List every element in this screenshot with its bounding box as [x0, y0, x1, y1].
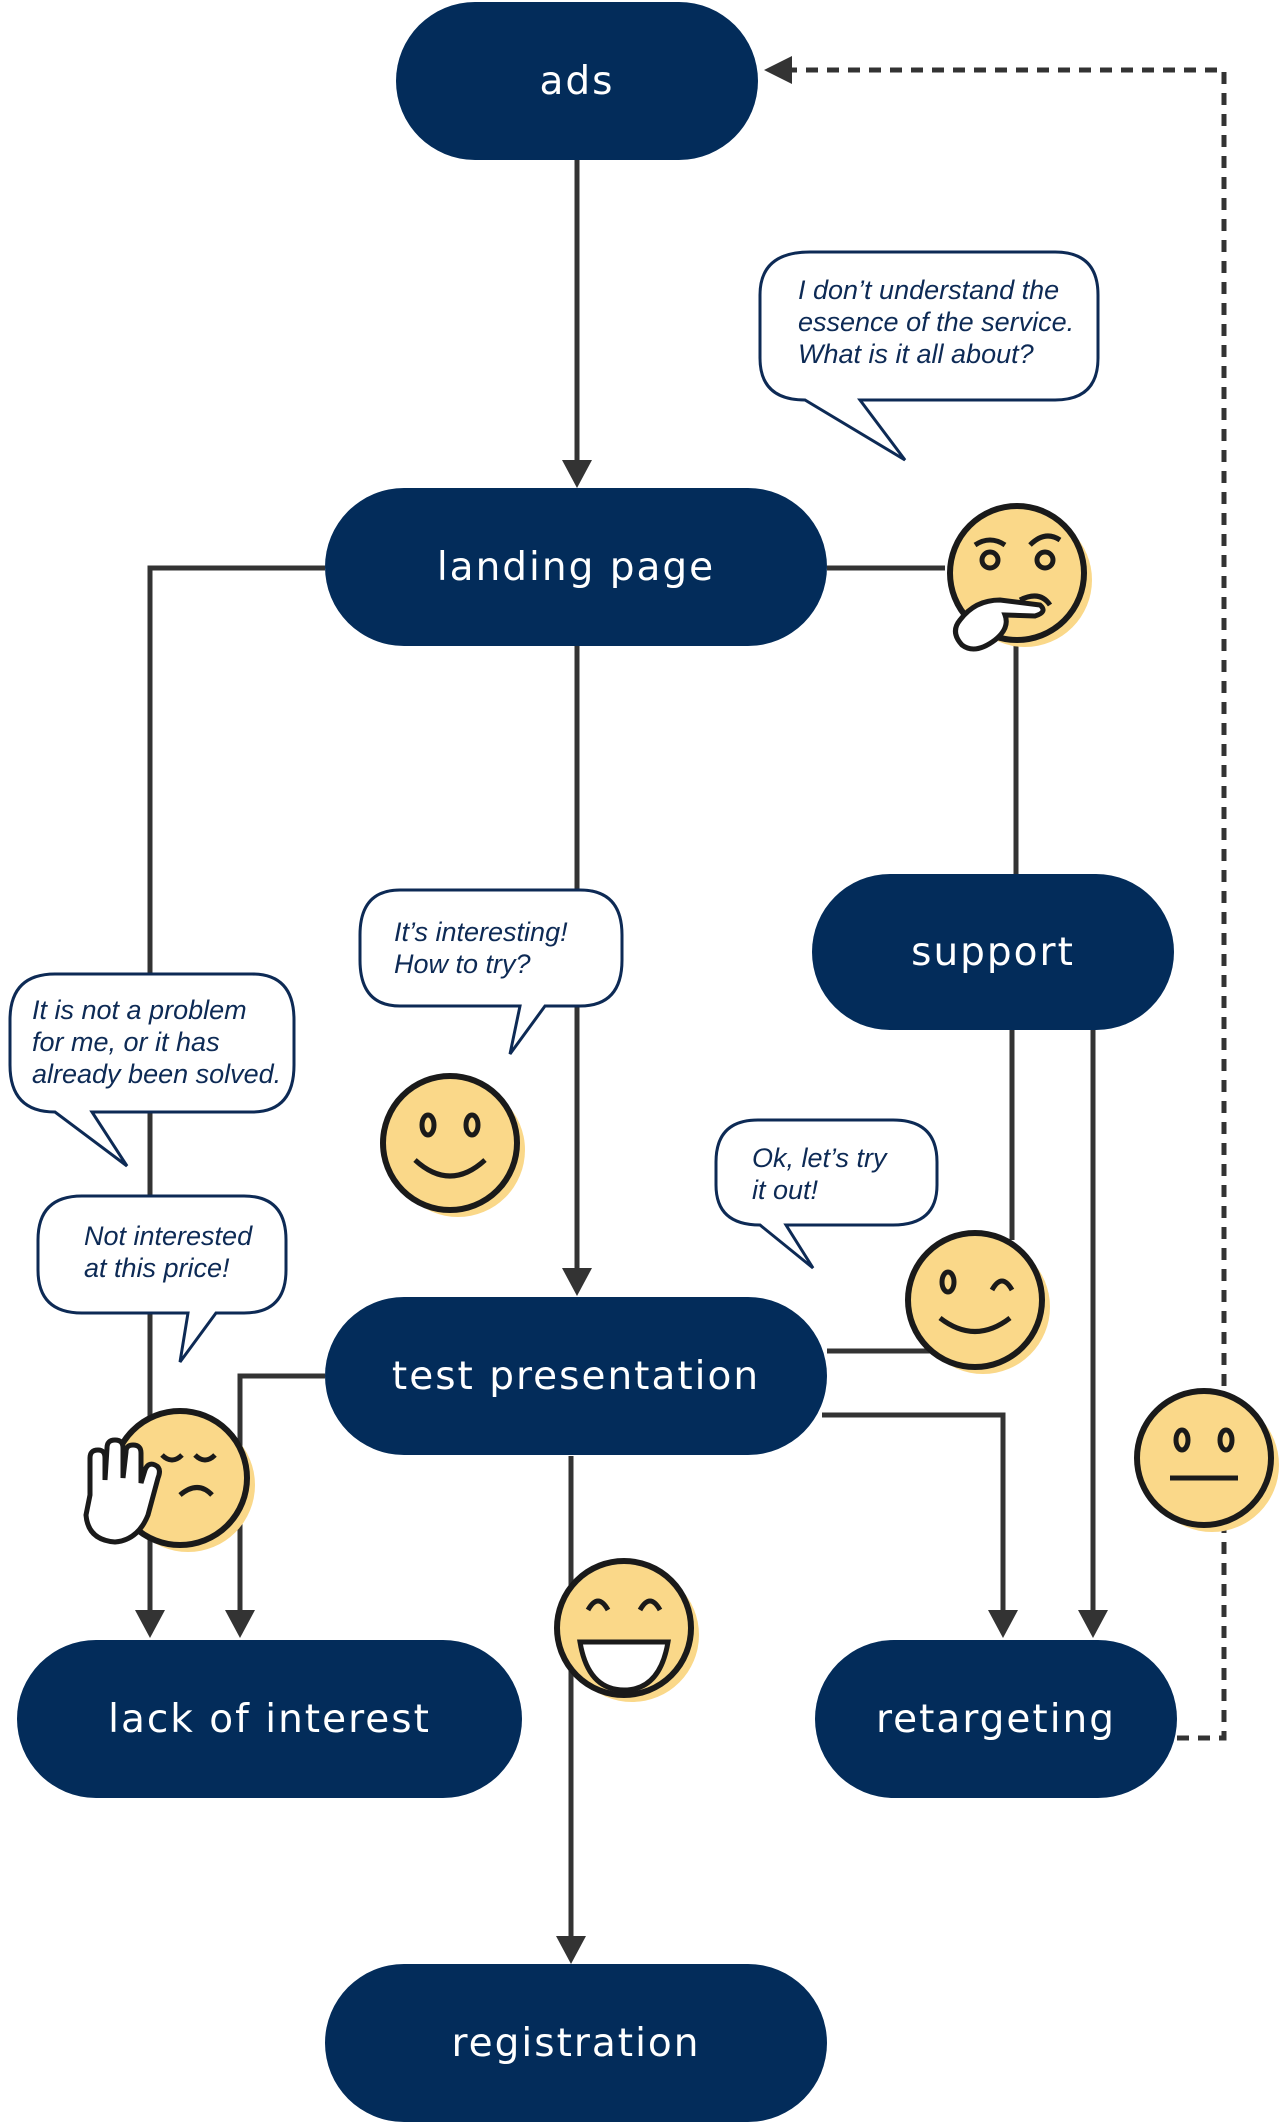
- winking-face-icon: [905, 1230, 1050, 1374]
- speech-bubble-price: [36, 1194, 288, 1363]
- node-ads: ads: [396, 2, 758, 160]
- speech-bubble-confused: [758, 250, 1100, 462]
- node-lack-of-interest: lack of interest: [17, 1640, 522, 1798]
- connector-test-lack: [237, 1373, 325, 1612]
- speech-bubble-interesting: [358, 888, 624, 1055]
- connector-retargeting-ads: [790, 67, 1227, 1741]
- bubble-text-interesting: It’s interesting! How to try?: [394, 917, 568, 979]
- node-retargeting: retargeting: [815, 1640, 1177, 1798]
- bubble-text-not-problem: It is not a problem for me, or it has al…: [32, 995, 282, 1089]
- node-landing-page: landing page: [325, 488, 827, 646]
- bubble-text-ok-try: Ok, let’s try it out!: [752, 1143, 887, 1205]
- connector-test-retargeting: [822, 1412, 1006, 1612]
- speech-bubble-not-problem: [8, 972, 296, 1168]
- node-registration: registration: [325, 1964, 827, 2122]
- bubble-text-price: Not interested at this price!: [84, 1221, 253, 1283]
- smiling-face-icon: [380, 1073, 525, 1217]
- speech-bubble-ok-try: [714, 1118, 939, 1270]
- neutral-face-icon: [1134, 1388, 1279, 1532]
- node-support: support: [812, 874, 1174, 1030]
- thinking-face-icon: [947, 503, 1092, 652]
- stop-hand-face-icon: [83, 1408, 255, 1552]
- grinning-face-icon: [554, 1558, 699, 1702]
- bubble-text-confused: I don’t understand the essence of the se…: [798, 275, 1075, 369]
- node-test-presentation: test presentation: [325, 1297, 827, 1455]
